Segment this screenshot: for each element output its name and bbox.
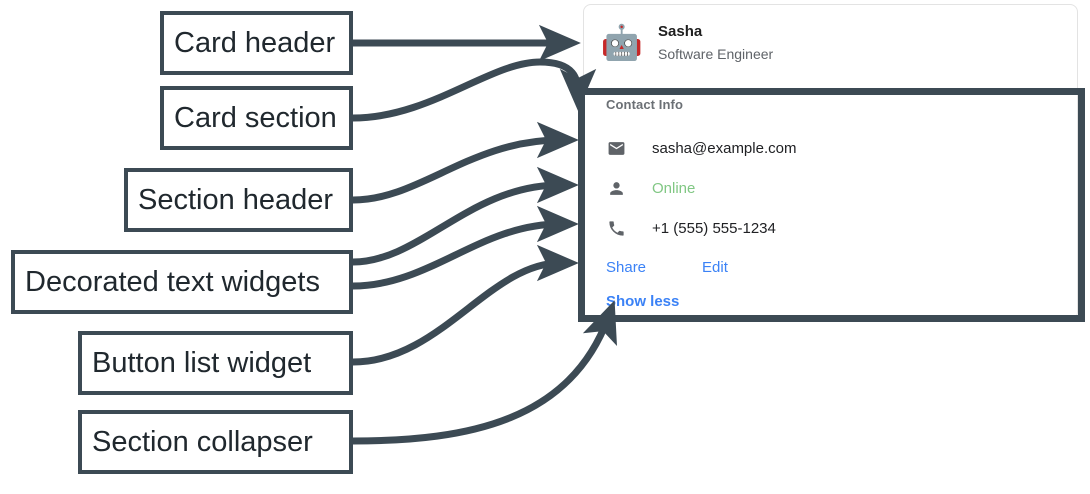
share-button[interactable]: Share [606, 258, 647, 276]
show-less-button[interactable]: Show less [606, 292, 680, 310]
section-collapser: Show less [584, 286, 1077, 316]
decorated-text-row-status: Online [606, 168, 1077, 208]
email-icon [606, 138, 626, 158]
card-header-title: Sasha [658, 22, 703, 40]
annotation-section-collapser: Section collapser [78, 410, 353, 474]
arrow-decorated-text-1 [352, 166, 579, 266]
annotation-card-header: Card header [160, 11, 353, 75]
annotation-label: Section header [138, 183, 334, 216]
annotation-label: Button list widget [92, 346, 312, 379]
annotation-button-list-widget: Button list widget [78, 331, 353, 395]
email-value: sasha@example.com [652, 139, 797, 157]
arrow-decorated-text-2 [352, 205, 579, 290]
arrow-section-collapser [352, 300, 617, 445]
button-list-widget: Share Edit [606, 248, 1077, 286]
annotation-card-section: Card section [160, 86, 353, 150]
avatar-glyph: 🤖 [600, 24, 644, 62]
arrow-button-list [352, 244, 579, 366]
annotation-label: Decorated text widgets [25, 265, 320, 298]
decorated-text-row-phone: +1 (555) 555-1234 [606, 208, 1077, 248]
card-header: 🤖 Sasha Software Engineer [584, 5, 1077, 81]
phone-value: +1 (555) 555-1234 [652, 219, 776, 237]
status-value: Online [652, 179, 696, 197]
card-section: Contact Info sasha@example.com Online [584, 81, 1077, 286]
annotation-label: Card section [174, 101, 337, 134]
arrow-section-header [352, 121, 579, 204]
arrow-card-section [352, 58, 597, 122]
person-icon [606, 178, 626, 198]
phone-icon [606, 218, 626, 238]
edit-button[interactable]: Edit [702, 258, 728, 276]
card-header-subtitle: Software Engineer [658, 46, 774, 63]
robot-avatar-icon: 🤖 [600, 21, 644, 65]
annotation-decorated-text-widgets: Decorated text widgets [11, 250, 353, 314]
annotation-label: Section collapser [92, 425, 313, 458]
decorated-text-row-email: sasha@example.com [606, 128, 1077, 168]
annotation-label: Card header [174, 26, 336, 59]
card-header-text: Sasha Software Engineer [658, 21, 773, 66]
annotation-section-header: Section header [124, 168, 353, 232]
section-header-contact-info: Contact Info [606, 97, 684, 112]
